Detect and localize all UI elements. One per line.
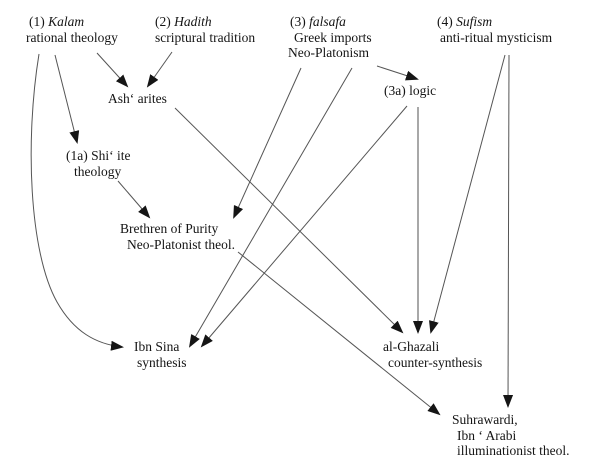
node-shiite-line1: (1a) Shi‘ ite: [66, 148, 131, 163]
node-kalam-number: (1): [29, 14, 49, 29]
node-kalam-subtitle: rational theology: [26, 29, 118, 45]
node-suhrawardi-line2: Ibn ‘ Arabi: [457, 427, 517, 443]
arrow-brethren-to-suhrawardi: [237, 251, 441, 416]
node-suhrawardi-line1: Suhrawardi,: [452, 412, 518, 427]
node-sufism-title: Sufism: [456, 14, 493, 29]
node-brethren-line1: Brethren of Purity: [120, 221, 219, 236]
node-kalam: (1) Kalam rational theology: [26, 14, 118, 45]
node-shiite-line2: theology: [74, 163, 122, 179]
node-shiite-theology: (1a) Shi‘ ite theology: [66, 148, 130, 179]
node-ibn-sina-line2: synthesis: [137, 354, 187, 370]
node-falsafa-subtitle-2: Neo-Platonism: [288, 45, 369, 60]
node-falsafa-title: falsafa: [309, 14, 346, 29]
node-kalam-title: Kalam: [48, 14, 85, 29]
node-brethren-of-purity: Brethren of Purity Neo-Platonist theol.: [120, 221, 235, 252]
arrow-sufism-to-suhrawardi: [503, 54, 514, 408]
node-logic: (3a) logic: [384, 83, 436, 99]
arrow-logic-to-ibn_sina: [200, 105, 408, 348]
node-sufism-subtitle: anti-ritual mysticism: [440, 29, 553, 45]
node-asharites: Ash‘ arites: [108, 91, 167, 107]
node-hadith: (2) Hadith scriptural tradition: [155, 14, 255, 45]
node-sufism: (4) Sufism anti-ritual mysticism: [437, 14, 552, 45]
node-brethren-line2: Neo-Platonist theol.: [127, 236, 235, 252]
node-ghazali-line2: counter-synthesis: [388, 354, 483, 370]
node-ibn-sina: Ibn Sina synthesis: [134, 339, 187, 370]
arrow-sufism-to-ghazali: [429, 54, 506, 334]
arrow-falsafa-to-logic: [376, 65, 419, 81]
node-suhrawardi-line3: illuminationist theol.: [457, 443, 570, 458]
node-hadith-number: (2): [155, 14, 175, 29]
node-ghazali-line1: al-Ghazali: [383, 339, 440, 354]
node-falsafa-subtitle-1: Greek imports: [294, 29, 372, 45]
arrow-kalam-to-asharites: [96, 52, 129, 88]
node-logic-label: (3a) logic: [384, 83, 437, 98]
arrow-shiite-to-brethren: [117, 180, 151, 219]
node-sufism-number: (4): [437, 14, 457, 29]
node-falsafa-number: (3): [290, 14, 310, 29]
node-suhrawardi: Suhrawardi, Ibn ‘ Arabi illuminationist …: [452, 412, 570, 459]
arrow-asharites-to-ghazali: [174, 107, 404, 334]
arrow-kalam-to-ibn_sina: [30, 53, 124, 351]
node-hadith-title: Hadith: [174, 14, 212, 29]
arrow-falsafa-to-brethren: [233, 67, 302, 219]
node-al-ghazali: al-Ghazali counter-synthesis: [383, 339, 482, 370]
node-hadith-subtitle: scriptural tradition: [155, 29, 256, 45]
node-asharites-label: Ash‘ arites: [108, 91, 167, 106]
arrow-falsafa-to-ibn_sina: [188, 67, 353, 348]
node-falsafa: (3) falsafa Greek imports Neo-Platonism: [288, 14, 372, 61]
arrow-hadith-to-asharites: [146, 51, 173, 88]
arrow-kalam-to-shiite: [54, 54, 80, 144]
node-ibn-sina-line1: Ibn Sina: [134, 339, 180, 354]
